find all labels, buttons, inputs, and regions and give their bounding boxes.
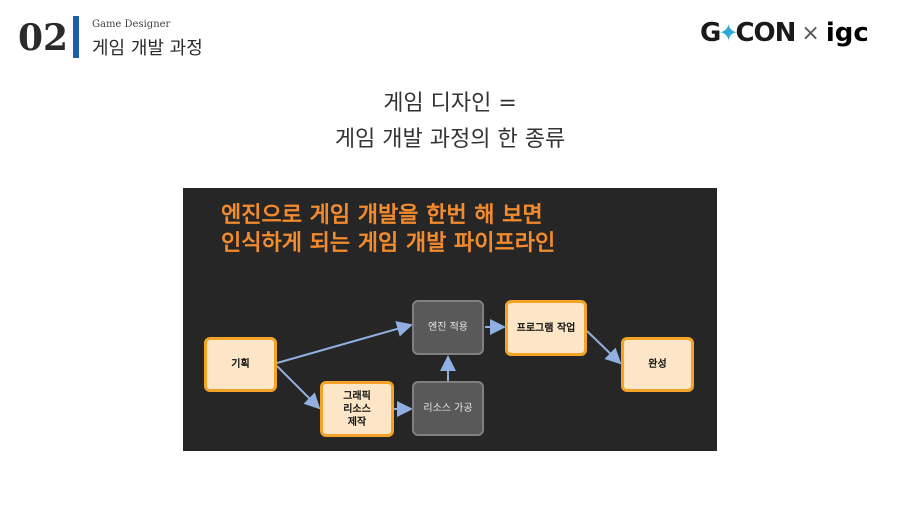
main-heading: 게임 디자인 = 게임 개발 과정의 한 종류 [0,86,900,158]
pipeline-diagram: 엔진으로 게임 개발을 한번 해 보면 인식하게 되는 게임 개발 파이프라인 … [183,188,717,451]
node-programming-label: 프로그램 작업 [516,322,576,334]
node-engine-apply-label: 엔진 적용 [428,322,468,333]
arrow-planning-to-graphic [276,365,321,410]
header-accent-bar [73,16,79,58]
node-planning: 기획 [204,337,277,392]
node-engine-apply: 엔진 적용 [412,300,484,355]
diagram-title: 엔진으로 게임 개발을 한번 해 보면 인식하게 되는 게임 개발 파이프라인 [221,202,555,258]
igc-logo: igc [826,18,869,48]
gcon-logo: G ✦ CON [700,18,796,48]
star-icon: ✦ [718,19,738,47]
diagram-arrows [276,319,622,417]
node-resource-processing-label: 리소스 가공 [423,403,473,414]
node-graphic-label-1: 그래픽 [343,390,371,402]
node-complete-label: 완성 [648,359,667,370]
header-title: 게임 개발 과정 [92,38,203,59]
node-complete: 완성 [621,337,694,392]
node-resource-processing: 리소스 가공 [412,381,484,436]
slide-number: 02 [18,17,69,59]
gcon-logo-g: G [700,18,721,48]
main-heading-line-2: 게임 개발 과정의 한 종류 [334,127,566,152]
logo-area: G ✦ CON × igc [700,12,885,54]
logo-separator: × [801,20,820,46]
gcon-logo-con: CON [735,18,796,48]
diagram-title-line-1: 엔진으로 게임 개발을 한번 해 보면 [221,203,543,228]
node-planning-label: 기획 [231,359,250,370]
main-heading-line-1: 게임 디자인 = [383,91,517,116]
node-graphic-label-3: 제작 [347,416,367,428]
header-subtitle: Game Designer [92,19,171,30]
diagram-title-line-2: 인식하게 되는 게임 개발 파이프라인 [221,231,556,256]
arrow-planning-to-engine [276,321,413,364]
igc-logo-text: igc [825,18,869,48]
arrow-programming-to-complete [586,330,622,365]
node-programming: 프로그램 작업 [505,300,587,356]
node-graphic-label-2: 리소스 [343,403,371,415]
node-graphic-resource: 그래픽 리소스 제작 [320,381,394,437]
